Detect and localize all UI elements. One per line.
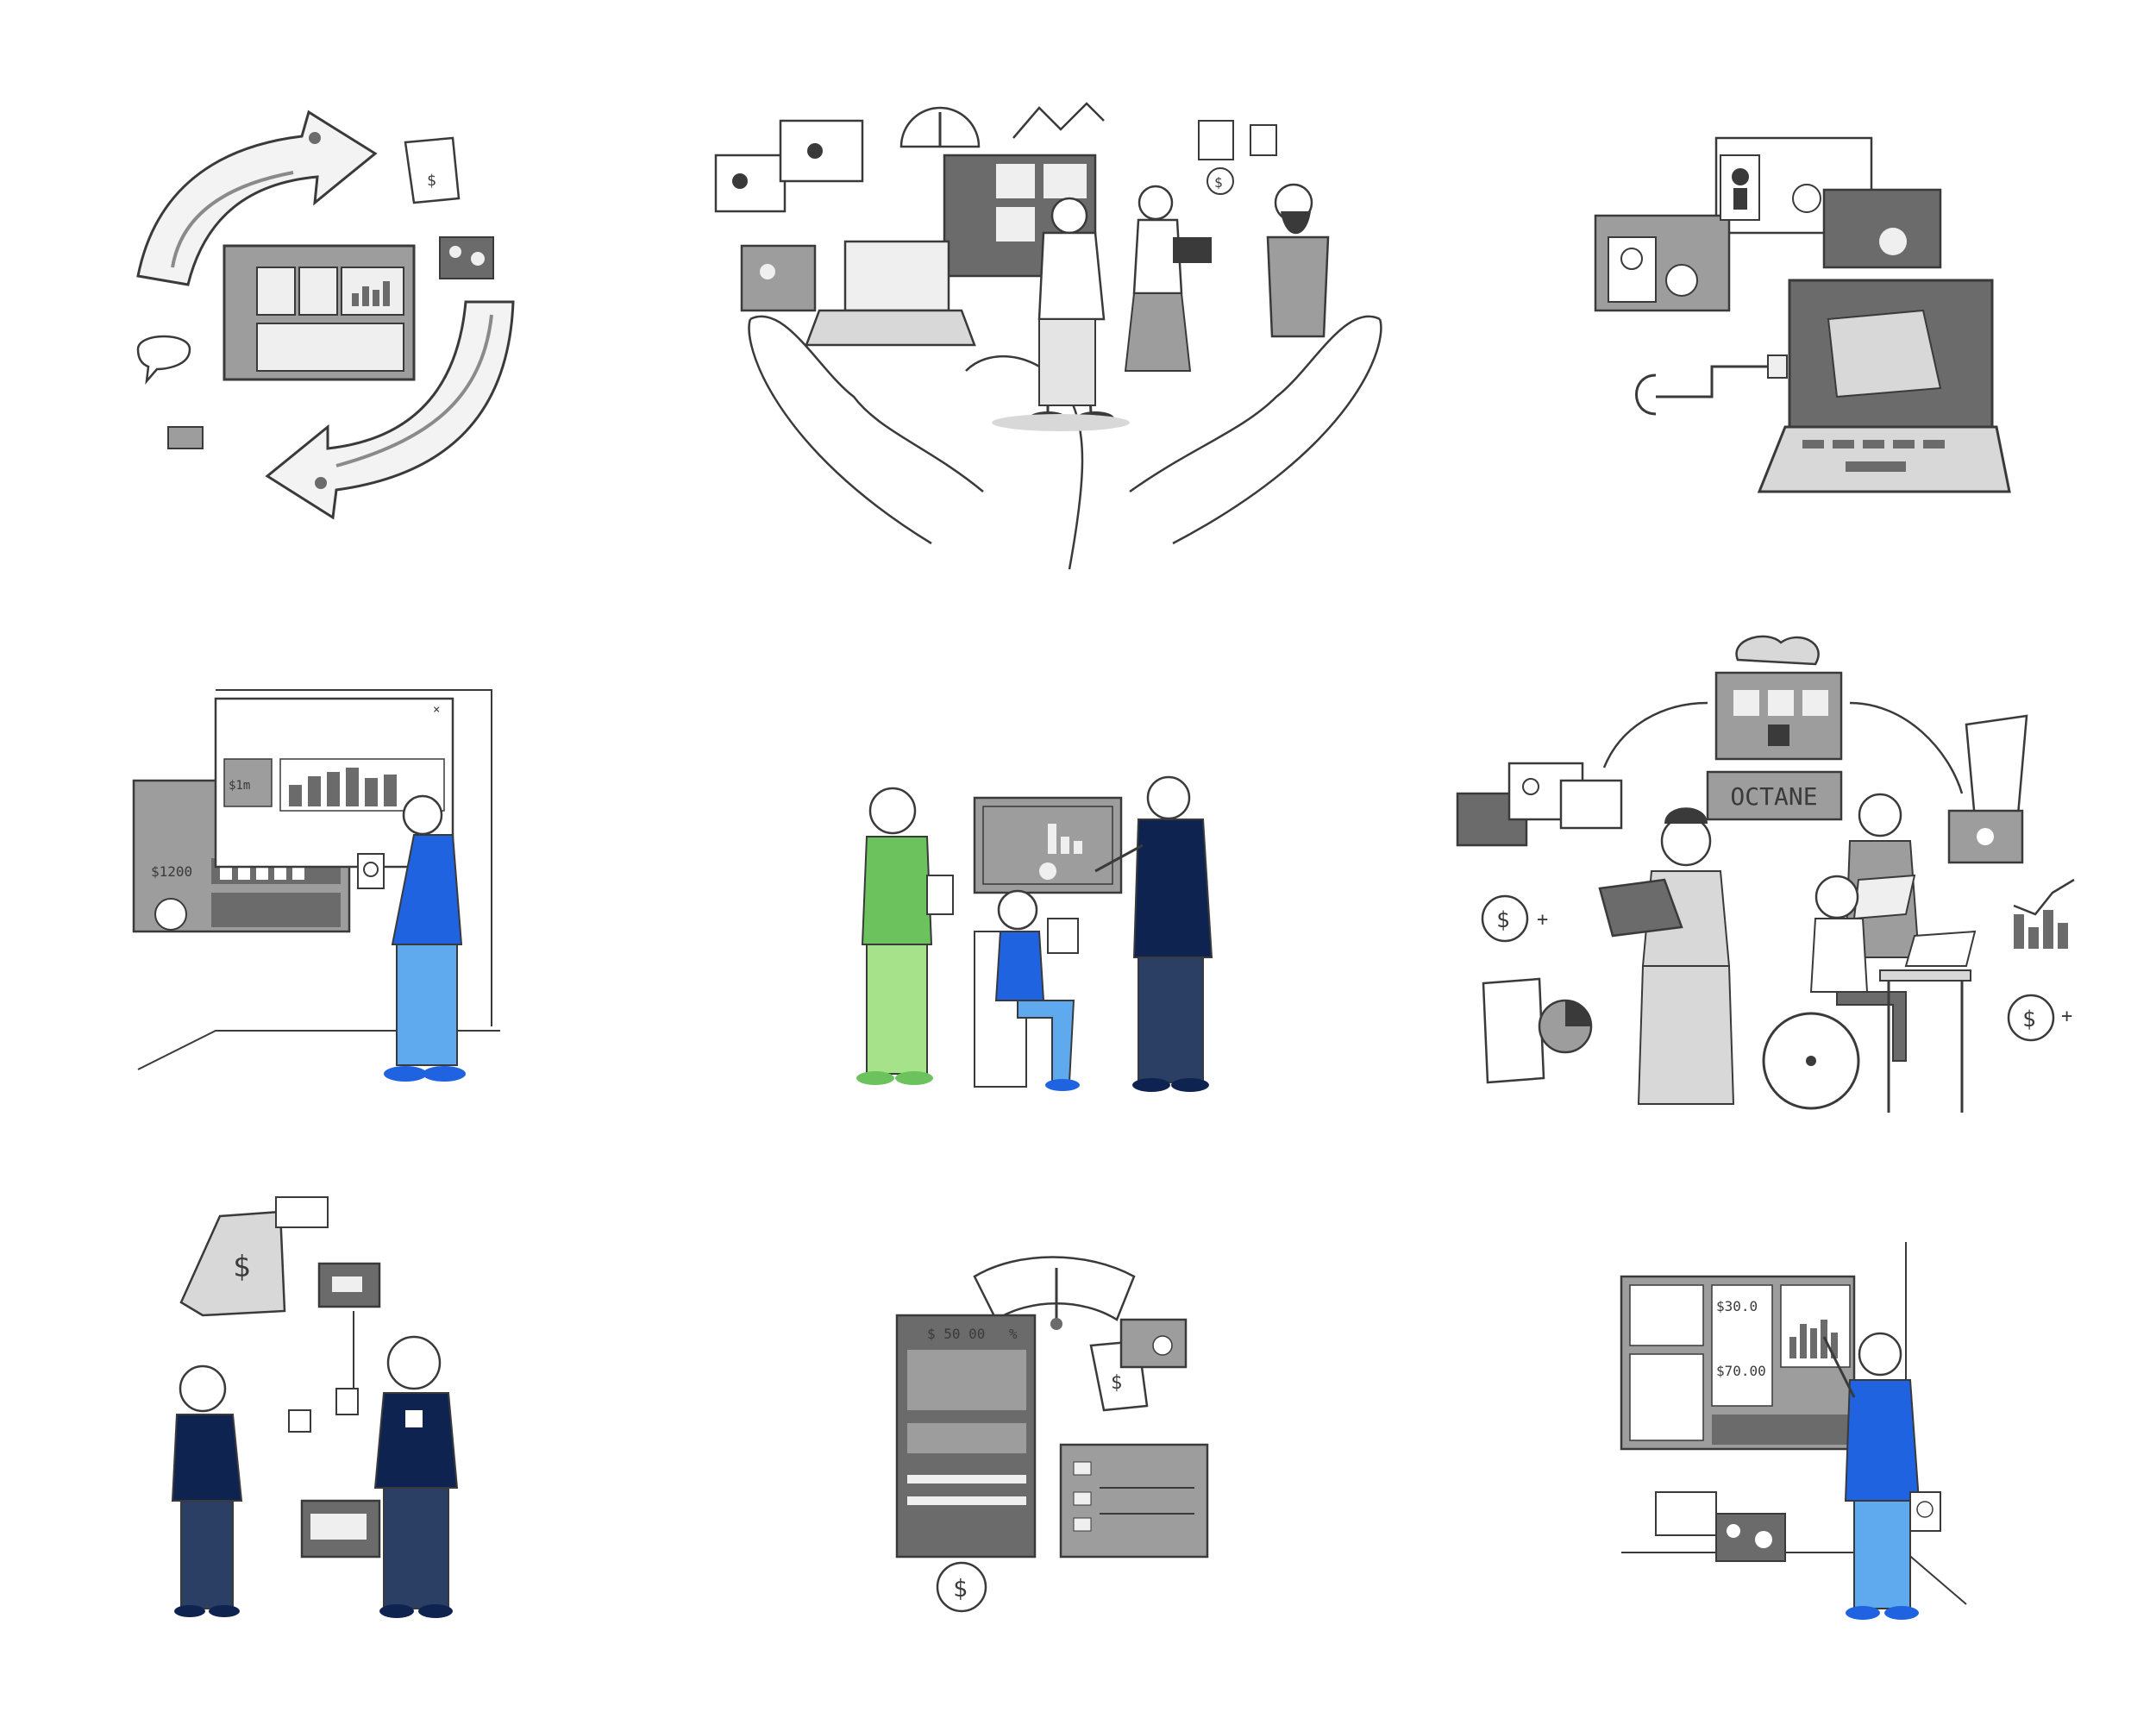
pie-chart-icon bbox=[471, 252, 485, 266]
brain-icon bbox=[1735, 635, 1820, 666]
panel-gauge-ui: $ 50 00 % $ $ bbox=[888, 1251, 1250, 1622]
dollar-icon: $ bbox=[427, 172, 436, 190]
dollar-icon: $ bbox=[2022, 1007, 2036, 1032]
light-blue-pants bbox=[396, 944, 458, 1066]
plus-icon: + bbox=[1537, 909, 1548, 931]
right-hand bbox=[1129, 315, 1382, 545]
panel-hands: $ bbox=[707, 86, 1397, 570]
person-head bbox=[868, 787, 917, 835]
panel-cycle: $ bbox=[121, 86, 535, 552]
blue-shirt bbox=[1844, 1379, 1921, 1502]
panel-dashboard-wall: $30.0 $70.00 bbox=[1620, 1242, 1984, 1639]
dollar-icon: $ bbox=[953, 1574, 968, 1603]
card-price: $1m bbox=[229, 779, 250, 793]
laptop-icon bbox=[1173, 237, 1212, 263]
arrow-icon bbox=[1602, 701, 1708, 768]
chat-bubble-icon bbox=[136, 335, 191, 385]
bar-chart-icon bbox=[289, 768, 397, 806]
crank-handle bbox=[1635, 373, 1657, 416]
green-shirt bbox=[861, 836, 933, 945]
profile-card-3 bbox=[740, 244, 817, 312]
receipt bbox=[1965, 714, 2028, 821]
light-green-pants bbox=[866, 944, 928, 1075]
person-head bbox=[402, 794, 443, 836]
profile-card-3 bbox=[1559, 779, 1623, 830]
header-tail: % bbox=[1009, 1326, 1018, 1342]
pie-chart-icon bbox=[1039, 862, 1056, 880]
bar-chart-icon bbox=[1048, 824, 1082, 854]
user-icon bbox=[1522, 778, 1539, 795]
gauge-icon bbox=[973, 1256, 1136, 1321]
navy-pants bbox=[1138, 957, 1204, 1083]
value-top: $30.0 bbox=[1716, 1298, 1758, 1314]
pie-chart-icon bbox=[1665, 264, 1698, 297]
bar-chart-icon bbox=[2014, 910, 2068, 949]
panel-laptop bbox=[1594, 129, 2011, 535]
user-icon bbox=[449, 246, 461, 258]
document-card-3 bbox=[1822, 188, 1942, 269]
pie-chart-icon bbox=[1879, 228, 1907, 255]
laptop-keyboard bbox=[805, 309, 976, 347]
octane-sign bbox=[1706, 770, 1843, 821]
light-blue-pants bbox=[1853, 1500, 1911, 1609]
laptop-screen bbox=[843, 240, 950, 312]
panel-duo: $ bbox=[155, 1190, 500, 1622]
laptop-keyboard bbox=[1757, 425, 2011, 493]
panel-wall-chart: $1200 × $1m bbox=[129, 681, 509, 1113]
board-price: $1200 bbox=[151, 863, 192, 880]
cycle-arrow-top bbox=[136, 110, 378, 286]
person-head bbox=[1660, 815, 1712, 867]
panel-blue-team bbox=[845, 759, 1225, 1121]
receipt bbox=[1198, 120, 1234, 160]
bar-chart-icon bbox=[352, 281, 390, 306]
pie-chart-icon bbox=[1152, 1335, 1173, 1356]
close-icon: × bbox=[433, 703, 440, 717]
user-icon bbox=[732, 173, 748, 189]
laptop-icon bbox=[1598, 878, 1683, 938]
plus-icon: + bbox=[2061, 1006, 2072, 1027]
octane-sign-text: OCTANE bbox=[1730, 782, 1817, 811]
user-icon bbox=[1727, 1524, 1740, 1538]
person-head bbox=[1858, 1332, 1902, 1377]
blue-shirt bbox=[391, 834, 463, 945]
person-head bbox=[179, 1364, 227, 1413]
receipt bbox=[179, 1210, 286, 1317]
navy-pants bbox=[180, 1500, 234, 1609]
receipt bbox=[404, 136, 461, 204]
cycle-arrow-bottom bbox=[265, 300, 515, 520]
dollar-icon: $ bbox=[233, 1250, 250, 1284]
navy-shirt bbox=[171, 1414, 243, 1502]
pie-chart-icon bbox=[1977, 828, 1994, 845]
left-hand bbox=[748, 315, 984, 545]
person-head bbox=[1050, 197, 1088, 235]
value-bottom: $70.00 bbox=[1716, 1363, 1766, 1379]
user-card bbox=[439, 236, 494, 279]
dollar-icon: $ bbox=[1214, 174, 1223, 191]
navy-shirt bbox=[1132, 819, 1213, 958]
panel-octane: OCTANE $ + $ + bbox=[1456, 630, 2096, 1130]
line-graph-icon bbox=[1012, 102, 1105, 139]
arrow-icon bbox=[1849, 701, 1964, 794]
desk bbox=[1879, 969, 1971, 982]
user-icon bbox=[1620, 248, 1643, 270]
wheelchair bbox=[1762, 1012, 1860, 1110]
report-document bbox=[1482, 977, 1545, 1084]
profile-card-1 bbox=[714, 154, 787, 213]
header-value: $ 50 00 bbox=[927, 1326, 985, 1342]
money-bill-icon bbox=[167, 426, 204, 449]
pie-chart-icon bbox=[1755, 1531, 1772, 1548]
dollar-icon: $ bbox=[1111, 1372, 1122, 1394]
arrow-knob-icon bbox=[309, 132, 321, 144]
pie-chart-icon bbox=[154, 898, 187, 931]
dollar-icon: $ bbox=[1496, 907, 1510, 933]
